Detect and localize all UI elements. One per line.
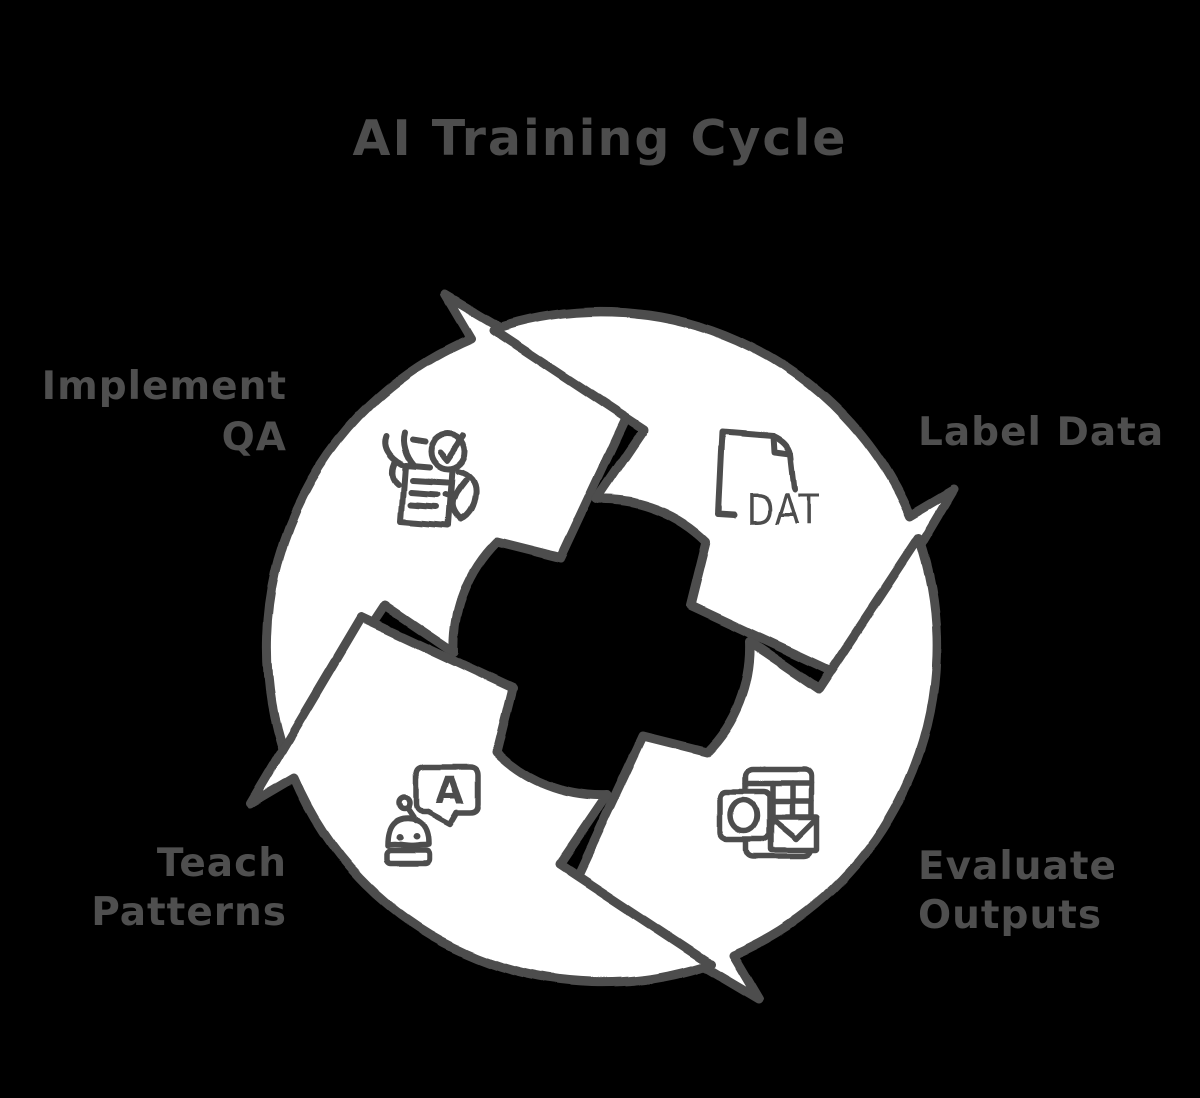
step-label-implement-qa: Implement QA bbox=[42, 361, 287, 463]
robot-head bbox=[384, 816, 431, 848]
check-mark bbox=[437, 432, 467, 463]
step-label-line: Patterns bbox=[91, 890, 287, 935]
step-label-label-data: Label Data bbox=[918, 407, 1164, 458]
spreadsheet-envelope-icon bbox=[718, 766, 820, 859]
robot-eye bbox=[395, 834, 403, 842]
step-label-line: Label Data bbox=[918, 410, 1165, 455]
speech-bubble-tail bbox=[425, 809, 460, 827]
document-outline bbox=[398, 462, 455, 528]
file-outline bbox=[716, 429, 777, 518]
step-label-line: QA bbox=[221, 415, 287, 460]
step-label-line: Outputs bbox=[918, 893, 1103, 938]
dat-file-icon: DAT bbox=[716, 429, 821, 535]
page-title: AI Training Cycle bbox=[352, 110, 848, 167]
dat-file-label: DAT bbox=[747, 486, 821, 535]
speech-bubble bbox=[413, 764, 481, 815]
envelope-flap bbox=[769, 816, 819, 842]
robot-chat-icon: A bbox=[383, 764, 481, 867]
robot-mouth-band bbox=[383, 848, 432, 867]
step-label-line: Evaluate bbox=[918, 844, 1117, 889]
check-circle bbox=[427, 430, 469, 472]
file-fold bbox=[771, 433, 794, 457]
speech-bubble-letter: A bbox=[436, 769, 465, 812]
robot-eye bbox=[412, 833, 420, 841]
antenna-ball bbox=[395, 795, 413, 813]
document-check-hands-icon bbox=[381, 429, 479, 528]
step-label-evaluate-outputs: Evaluate Outputs bbox=[918, 842, 1117, 940]
step-label-line: Implement bbox=[41, 364, 287, 409]
step-label-line: Teach bbox=[156, 841, 287, 886]
step-label-teach-patterns: Teach Patterns bbox=[91, 839, 287, 937]
